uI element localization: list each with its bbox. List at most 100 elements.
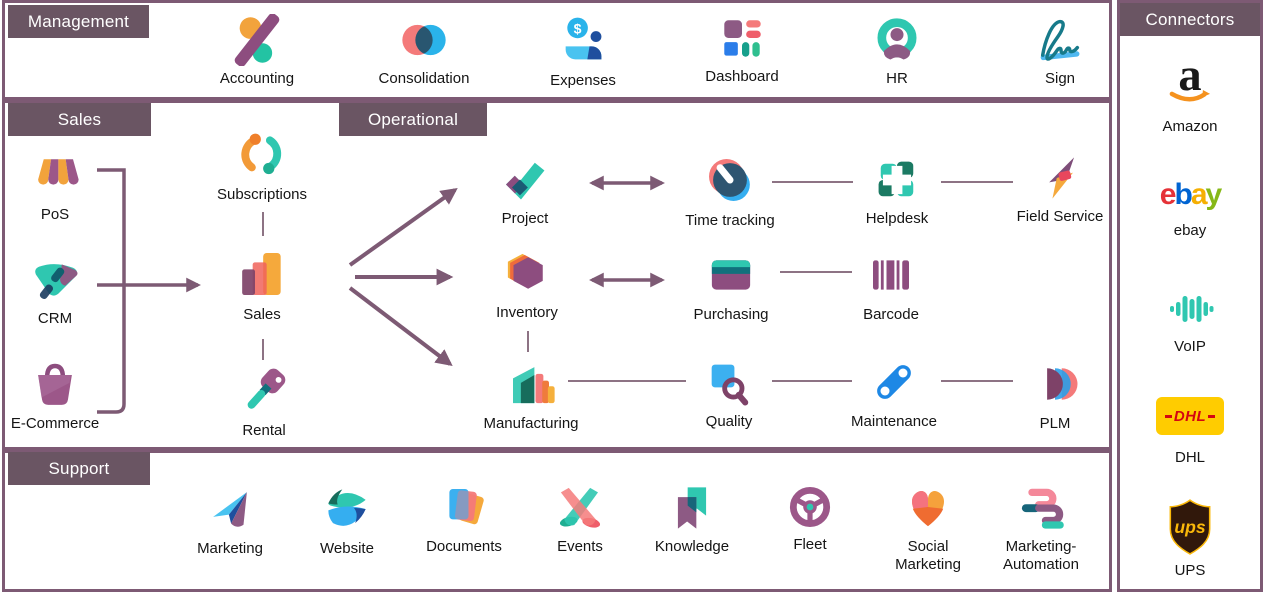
app-inventory: Inventory xyxy=(472,246,582,322)
operational-section-label: Operational xyxy=(339,103,487,136)
app-fleet: Fleet xyxy=(755,482,865,554)
app-label: Inventory xyxy=(496,304,558,321)
helpdesk-icon xyxy=(871,154,923,206)
app-label: Maintenance xyxy=(851,413,937,430)
app-helpdesk: Helpdesk xyxy=(842,154,952,228)
accounting-icon xyxy=(231,14,283,66)
app-label: Rental xyxy=(242,422,286,439)
app-marketing-automation: Marketing-Automation xyxy=(986,480,1096,574)
app-label: Events xyxy=(557,538,603,555)
app-documents: Documents xyxy=(409,480,519,556)
app-label: Knowledge xyxy=(654,538,730,555)
connector-ups: ups UPS xyxy=(1140,496,1240,580)
app-fieldservice: Field Service xyxy=(1000,152,1120,226)
app-label: PLM xyxy=(1039,415,1071,432)
app-subscriptions: Subscriptions xyxy=(207,128,317,204)
app-rental: Rental xyxy=(209,364,319,440)
ecommerce-icon xyxy=(28,357,82,411)
amazon-logo-icon: a xyxy=(1159,48,1221,114)
app-maintenance: Maintenance xyxy=(834,355,954,431)
connector-label: VoIP xyxy=(1174,338,1206,355)
marketing-automation-icon xyxy=(1014,480,1068,534)
app-label: Field Service xyxy=(1016,208,1104,225)
app-label: Dashboard xyxy=(705,68,779,85)
connectors-section-label: Connectors xyxy=(1120,3,1260,36)
hr-icon xyxy=(871,14,923,66)
svg-text:a: a xyxy=(1178,50,1201,101)
sales-operational-section-box xyxy=(2,100,1112,450)
rental-icon xyxy=(237,364,291,418)
ups-logo-icon: ups xyxy=(1165,496,1215,558)
sales-icon xyxy=(234,246,290,302)
app-label: Manufacturing xyxy=(483,415,579,432)
quality-icon xyxy=(703,357,755,409)
app-pos: PoS xyxy=(0,148,110,224)
barcode-icon xyxy=(864,248,918,302)
app-timetracking: Time tracking xyxy=(670,152,790,230)
connector-voip: VoIP xyxy=(1140,284,1240,356)
app-label: E-Commerce xyxy=(10,415,100,432)
social-marketing-icon xyxy=(901,480,955,534)
management-section-box xyxy=(2,0,1112,100)
sales-section-label: Sales xyxy=(8,103,151,136)
dhl-dash xyxy=(1164,414,1172,418)
dhl-logo-icon: DHL xyxy=(1156,387,1224,445)
app-label: Website xyxy=(320,540,374,557)
app-consolidation: Consolidation xyxy=(369,14,479,88)
app-marketing: Marketing xyxy=(175,482,285,558)
connectors-section-box xyxy=(1117,0,1263,592)
app-dashboard: Dashboard xyxy=(687,14,797,86)
app-project: Project xyxy=(470,152,580,228)
crm-icon xyxy=(28,252,82,306)
app-label: Social Marketing xyxy=(895,538,961,573)
project-icon xyxy=(498,152,552,206)
svg-text:$: $ xyxy=(574,20,582,36)
app-expenses: $ Expenses xyxy=(528,16,638,90)
app-label: Marketing xyxy=(197,540,263,557)
app-label: HR xyxy=(886,70,908,87)
connector-label: DHL xyxy=(1174,449,1205,466)
app-ecommerce: E-Commerce xyxy=(0,357,110,433)
app-sales: Sales xyxy=(207,246,317,324)
app-hr: HR xyxy=(842,14,952,88)
app-label: Documents xyxy=(426,538,502,555)
management-section-label: Management xyxy=(8,5,149,38)
app-label: Expenses xyxy=(550,72,616,89)
marketing-icon xyxy=(203,482,257,536)
connector-label: ebay xyxy=(1173,222,1207,239)
app-label: Marketing-Automation xyxy=(1003,538,1079,573)
documents-icon xyxy=(437,480,491,534)
app-social-marketing: Social Marketing xyxy=(878,480,978,574)
app-label: Barcode xyxy=(863,306,919,323)
app-label: Quality xyxy=(705,413,753,430)
app-label: Purchasing xyxy=(693,306,769,323)
sign-icon xyxy=(1034,14,1086,66)
manufacturing-icon xyxy=(504,357,558,411)
app-label: CRM xyxy=(37,310,73,327)
app-accounting: Accounting xyxy=(202,14,312,88)
field-service-icon xyxy=(1034,152,1086,204)
app-knowledge: Knowledge xyxy=(637,482,747,556)
maintenance-icon xyxy=(867,355,921,409)
voip-icon xyxy=(1166,284,1214,334)
app-barcode: Barcode xyxy=(836,248,946,324)
app-website: Website xyxy=(292,480,402,558)
app-label: Accounting xyxy=(219,70,295,87)
plm-icon xyxy=(1028,357,1082,411)
connector-dhl: DHL DHL xyxy=(1140,387,1240,467)
website-icon xyxy=(319,480,375,536)
app-plm: PLM xyxy=(1000,357,1110,433)
app-manufacturing: Manufacturing xyxy=(471,357,591,433)
expenses-icon: $ xyxy=(557,16,609,68)
events-icon xyxy=(553,480,607,534)
app-label: Sign xyxy=(1044,70,1076,87)
time-tracking-icon xyxy=(702,152,758,208)
app-events: Events xyxy=(525,480,635,556)
connector-label: UPS xyxy=(1174,562,1206,579)
app-sign: Sign xyxy=(1005,14,1115,88)
app-label: Helpdesk xyxy=(865,210,929,227)
inventory-icon xyxy=(500,246,554,300)
app-label: Consolidation xyxy=(378,70,470,87)
